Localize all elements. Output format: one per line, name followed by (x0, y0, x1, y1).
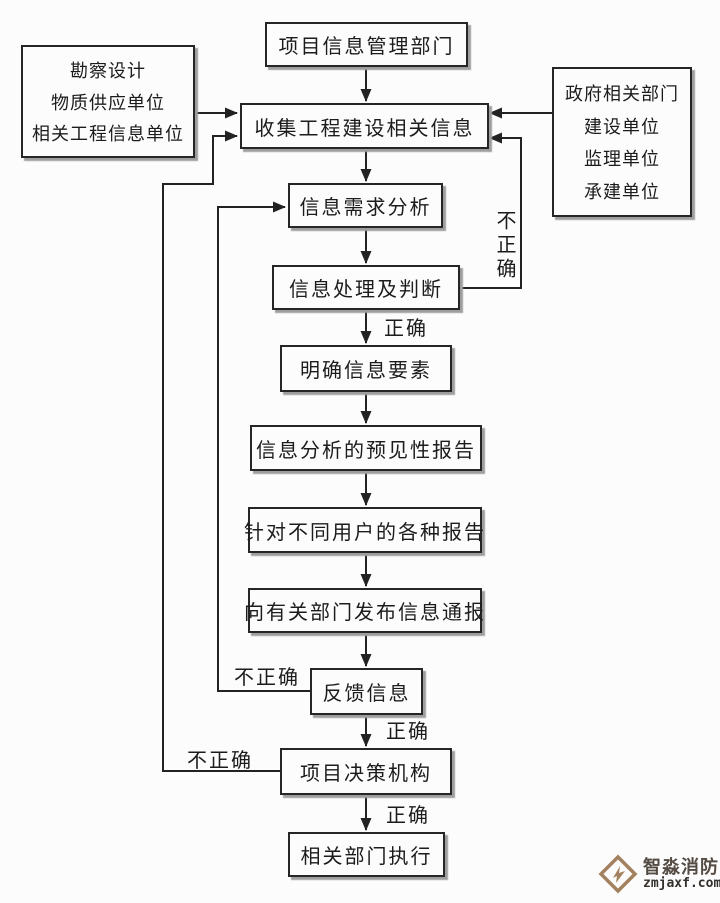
node-decision-body: 项目决策机构 (280, 748, 452, 795)
edge-label-judge-incorrect: 不正确 (493, 210, 515, 282)
node-right-sources: 政府相关部门 建设单位 监理单位 承建单位 (552, 67, 692, 217)
right-source-line: 建设单位 (584, 116, 660, 137)
watermark-logo: 智淼消防 zmjaxf.com (598, 854, 720, 894)
right-source-line: 监理单位 (584, 149, 660, 170)
node-demand-analysis: 信息需求分析 (288, 183, 443, 228)
node-clarify-elements: 明确信息要素 (280, 345, 452, 392)
edge-label-feedback-correct: 正确 (386, 721, 430, 743)
watermark-brand-name: 智淼消防 (643, 856, 719, 877)
edge-label-decision-incorrect: 不正确 (187, 750, 253, 772)
node-info-management-dept: 项目信息管理部门 (265, 22, 468, 67)
node-collect-info: 收集工程建设相关信息 (240, 103, 489, 149)
node-publish-bulletin: 向有关部门发布信息通报 (244, 588, 484, 633)
right-source-line: 承建单位 (584, 182, 660, 203)
edge-label-judge-correct: 正确 (384, 318, 428, 340)
watermark-domain: zmjaxf.com (643, 875, 720, 891)
edge-label-decision-correct: 正确 (386, 805, 430, 827)
node-left-sources: 勘察设计 物质供应单位 相关工程信息单位 (21, 45, 195, 158)
brand-diamond-icon (598, 854, 638, 894)
left-source-line: 相关工程信息单位 (32, 124, 184, 145)
left-source-line: 物质供应单位 (51, 92, 165, 113)
node-processing-judgment: 信息处理及判断 (272, 265, 460, 310)
edge-label-feedback-incorrect: 不正确 (234, 667, 300, 689)
node-feedback-info: 反馈信息 (310, 668, 423, 715)
node-departments-execute: 相关部门执行 (288, 832, 445, 877)
left-source-line: 勘察设计 (70, 60, 146, 81)
node-forecast-report: 信息分析的预见性报告 (250, 425, 482, 471)
right-source-line: 政府相关部门 (565, 83, 679, 104)
node-user-reports: 针对不同用户的各种报告 (244, 507, 484, 553)
